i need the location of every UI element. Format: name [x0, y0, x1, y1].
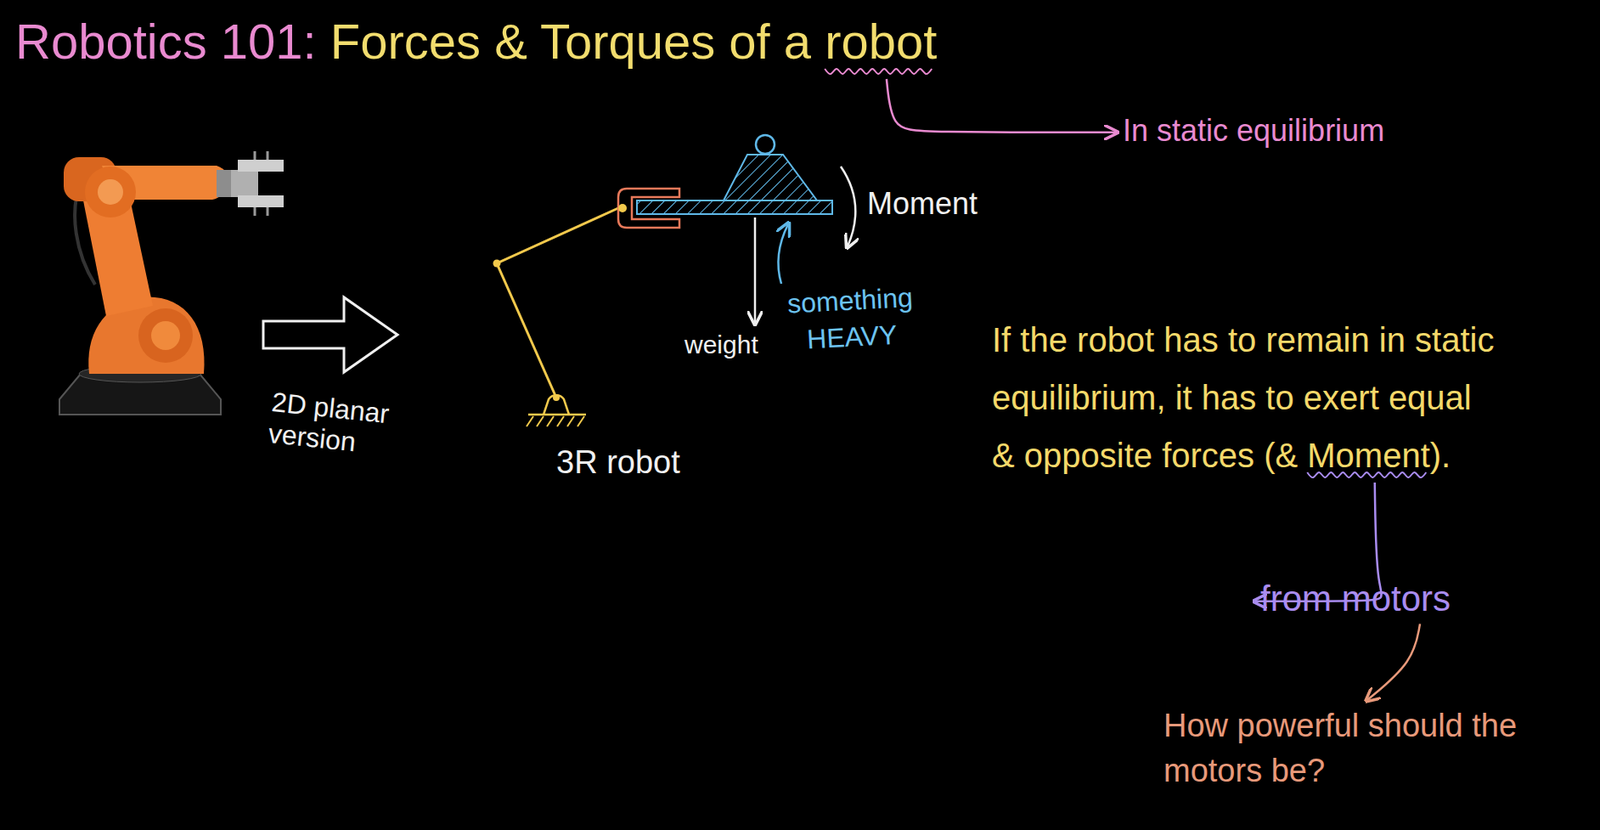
source-note: from motors [1260, 577, 1451, 620]
moment-label: Moment [867, 185, 978, 222]
robot-elbow-cap [97, 179, 124, 205]
ground-line [528, 413, 586, 417]
question-note: How powerful should the motors be? [1163, 703, 1572, 794]
pointer-arrow [777, 224, 789, 284]
robot-elbow [84, 166, 136, 218]
heavy-weight [723, 154, 817, 201]
robot-gripper-teeth [254, 151, 268, 216]
robot-gripper-body [230, 169, 259, 198]
caption-label: 2D planar version [266, 386, 456, 468]
weight-label: weight [684, 329, 759, 361]
moment-arrow [840, 166, 856, 247]
weight-arrow [754, 217, 757, 323]
robot-name: 3R robot [556, 443, 681, 483]
robot-gripper-finger [237, 195, 284, 208]
explanation-note: If the robot has to remain in static equ… [991, 310, 1502, 485]
held-plate [636, 200, 833, 215]
elbow-joint [493, 259, 502, 268]
load-label: something HEAVY [764, 278, 938, 361]
pointer-arrow [886, 78, 1116, 133]
robot-joint-cap [151, 321, 181, 350]
hollow-arrow [263, 297, 398, 372]
robot-joint [138, 308, 193, 363]
pointer-arrow [1367, 623, 1420, 700]
note-label: In static equilibrium [1122, 112, 1385, 149]
planar-robot [493, 135, 857, 427]
industrial-robot-picture [59, 151, 284, 415]
robot-links [496, 208, 619, 398]
robot-gripper-finger [237, 159, 284, 172]
page-title: Robotics 101: Forces & Torques of a robo… [15, 11, 937, 72]
ground-hatch [526, 416, 585, 427]
weight-ring [755, 135, 775, 154]
wrist-joint [618, 203, 627, 213]
